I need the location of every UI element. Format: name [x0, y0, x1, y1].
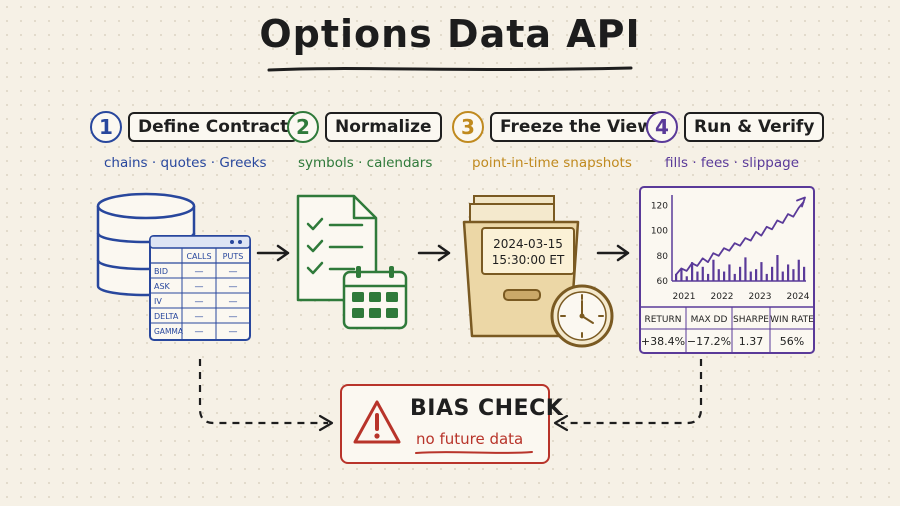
metric-header-sharpe: SHARPE [733, 315, 769, 325]
step-1-number: 1 [90, 111, 122, 143]
arrow-right-icon [256, 244, 290, 262]
chart-volume-bar [787, 264, 790, 281]
chart-x-tick-label: 2021 [673, 292, 696, 302]
metric-value-return: +38.4% [641, 335, 685, 348]
table-row-gamma: GAMMA [154, 327, 184, 336]
step-4-number: 4 [646, 111, 678, 143]
chart-volume-bar [712, 259, 715, 281]
metric-header-max-dd: MAX DD [691, 315, 728, 325]
table-cell: — [229, 327, 238, 337]
chart-volume-bar [680, 269, 683, 281]
chart-volume-bar [781, 271, 784, 281]
step-2-subtitle: symbols · calendars [298, 155, 433, 171]
step-3-label: Freeze the View [490, 112, 663, 142]
step-3-number: 3 [452, 111, 484, 143]
table-col-calls: CALLS [186, 252, 211, 261]
table-row-iv: IV [154, 297, 162, 306]
metric-value-max-dd: −17.2% [687, 335, 731, 348]
table-cell: — [229, 282, 238, 292]
calendar-icon [342, 266, 408, 330]
step-3-subtitle: point-in-time snapshots [472, 155, 632, 171]
chart-series-line [675, 200, 805, 276]
table-col-puts: PUTS [223, 252, 244, 261]
table-cell: — [195, 297, 204, 307]
chart-volume-bar [803, 266, 806, 281]
chart-volume-bar [776, 255, 779, 281]
dashed-arrow-right-to-bias [553, 359, 703, 432]
table-cell: — [229, 267, 238, 277]
chart-volume-bar [749, 271, 752, 281]
table-cell: — [195, 282, 204, 292]
chart-volume-bar [733, 273, 736, 281]
metric-value-win-rate: 56% [780, 335, 804, 348]
chart-volume-bar [739, 266, 742, 281]
backtest-chart-panel: 60 80 100 120 2021 2022 2023 2024 RETURN MAX DD… [639, 186, 815, 354]
chart-volume-bar [744, 257, 747, 281]
step-1-header: 1 Define Contract [90, 111, 299, 143]
chart-volume-bar [765, 273, 768, 281]
chart-volume-bar [797, 259, 800, 281]
table-row-delta: DELTA [154, 312, 179, 321]
dashed-arrow-left-to-bias [198, 359, 334, 432]
chart-volume-bar [771, 266, 774, 281]
chart-volume-bar [696, 271, 699, 281]
chart-volume-bar [707, 273, 710, 281]
table-cell: — [229, 297, 238, 307]
step-4-header: 4 Run & Verify [646, 111, 825, 143]
step-1-subtitle: chains · quotes · Greeks [104, 155, 267, 171]
step-4-subtitle: fills · fees · slippage [665, 155, 800, 171]
snapshot-card: 2024-03-15 15:30:00 ET [481, 227, 575, 275]
chart-volume-bar [723, 271, 726, 281]
chart-y-tick-label: 120 [651, 201, 668, 211]
metric-value-sharpe: 1.37 [739, 335, 764, 348]
arrow-right-icon [417, 244, 451, 262]
table-cell: — [195, 312, 204, 322]
equity-curve-chart: 60 80 100 120 2021 2022 2023 2024 [651, 195, 810, 302]
step-3-header: 3 Freeze the View [452, 111, 663, 143]
chart-volume-bar [675, 273, 678, 281]
chart-volume-bar [691, 262, 694, 281]
chart-y-tick-label: 80 [657, 252, 669, 262]
chart-volume-bar [760, 262, 763, 281]
arrow-right-icon [596, 244, 630, 262]
table-cell: — [195, 267, 204, 277]
chart-y-tick-label: 60 [657, 277, 669, 287]
table-row-bid: BID [154, 267, 168, 276]
table-cell: — [195, 327, 204, 337]
chart-volume-bar [755, 269, 758, 281]
snapshot-time: 15:30:00 ET [492, 253, 565, 267]
checklist-calendar-illustration [296, 194, 408, 330]
table-cell: — [229, 312, 238, 322]
metric-header-return: RETURN [644, 315, 681, 325]
bias-check-subtitle: no future data [416, 430, 524, 448]
chart-volume-bar [792, 269, 795, 281]
bias-check-title: BIAS CHECK [410, 396, 564, 421]
snapshot-archive-illustration: 2024-03-15 15:30:00 ET [462, 195, 614, 348]
chart-x-tick-label: 2022 [711, 292, 734, 302]
title-underline [267, 66, 633, 72]
table-row-ask: ASK [154, 282, 171, 291]
bias-check-box: BIAS CHECK no future data [340, 384, 563, 464]
chart-x-tick-label: 2023 [749, 292, 772, 302]
chart-volume-bar [685, 276, 688, 281]
snapshot-date: 2024-03-15 [493, 237, 563, 251]
chart-x-tick-label: 2024 [787, 292, 810, 302]
step-1-label: Define Contract [128, 112, 299, 142]
options-chain-table: CALLS PUTS BID ASK IV DELTA GAMMA — — — … [149, 235, 251, 341]
chart-volume-bar [728, 264, 731, 281]
page-title: Options Data API [259, 12, 641, 56]
metric-header-win-rate: WIN RATE [770, 315, 814, 325]
chart-arrow-head [796, 196, 806, 208]
subtitle-underline [415, 451, 533, 454]
warning-icon [353, 400, 401, 444]
step-2-label: Normalize [325, 112, 442, 142]
step-4-label: Run & Verify [684, 112, 825, 142]
step-2-number: 2 [287, 111, 319, 143]
step-2-header: 2 Normalize [287, 111, 442, 143]
database-options-illustration: CALLS PUTS BID ASK IV DELTA GAMMA — — — … [96, 192, 251, 341]
chart-volume-bar [717, 269, 720, 281]
chart-volume-bar [701, 266, 704, 281]
chart-y-tick-label: 100 [651, 227, 668, 237]
clock-icon [550, 284, 614, 348]
